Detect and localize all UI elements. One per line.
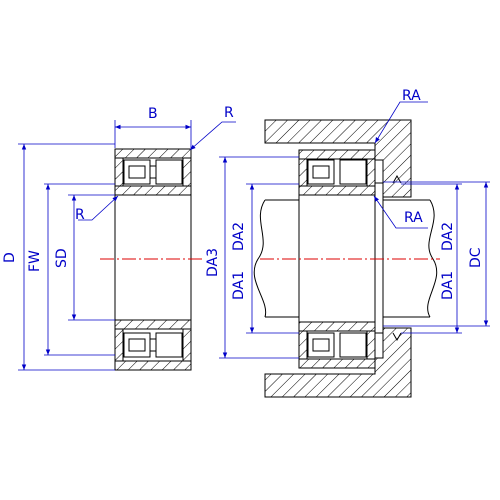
label-DC: DC — [468, 247, 484, 268]
roller-bottom-right — [155, 332, 183, 358]
label-R-top: R — [224, 105, 234, 121]
inner-ring-bottom — [114, 319, 192, 330]
shaft-break-left — [253, 199, 267, 318]
label-DA1-right: DA1 — [440, 271, 456, 300]
label-RA-top: RA — [402, 88, 421, 104]
label-DA3: DA3 — [205, 248, 221, 277]
label-DA1-left: DA1 — [231, 271, 247, 300]
leader-R-inner — [78, 195, 119, 221]
bearing-section-view — [114, 148, 192, 371]
inner-ring-top — [114, 185, 192, 196]
ring-side-bottom-right — [182, 328, 192, 362]
label-DA2-right: DA2 — [440, 222, 456, 251]
housing-bottom — [264, 327, 412, 398]
left-dimensions — [18, 120, 236, 371]
label-RA-bottom: RA — [404, 210, 423, 226]
label-R-inner: R — [75, 207, 85, 223]
ring-side-top-right — [182, 157, 192, 187]
leader-RA-top — [374, 101, 428, 144]
mounted-roller-top-right — [339, 159, 367, 185]
outer-ring-top — [114, 148, 192, 159]
outer-ring-bottom — [114, 360, 192, 371]
label-FW: FW — [27, 250, 43, 272]
leader-RA-bottom — [373, 195, 428, 229]
right-dimensions — [219, 101, 490, 359]
label-D: D — [2, 252, 18, 263]
label-B: B — [148, 106, 158, 122]
leader-R-top — [189, 121, 236, 151]
shaft-right-segment — [375, 199, 430, 318]
ring-side-top-left — [114, 157, 124, 187]
lock-nut — [374, 182, 384, 334]
cage-bottom — [128, 338, 146, 352]
roller-top-right — [155, 159, 183, 185]
label-SD: SD — [54, 248, 70, 268]
mounted-roller-bottom-right — [339, 332, 367, 358]
cage-top — [128, 165, 146, 179]
label-DA2-left: DA2 — [231, 222, 247, 251]
ring-side-bottom-left — [114, 328, 124, 362]
